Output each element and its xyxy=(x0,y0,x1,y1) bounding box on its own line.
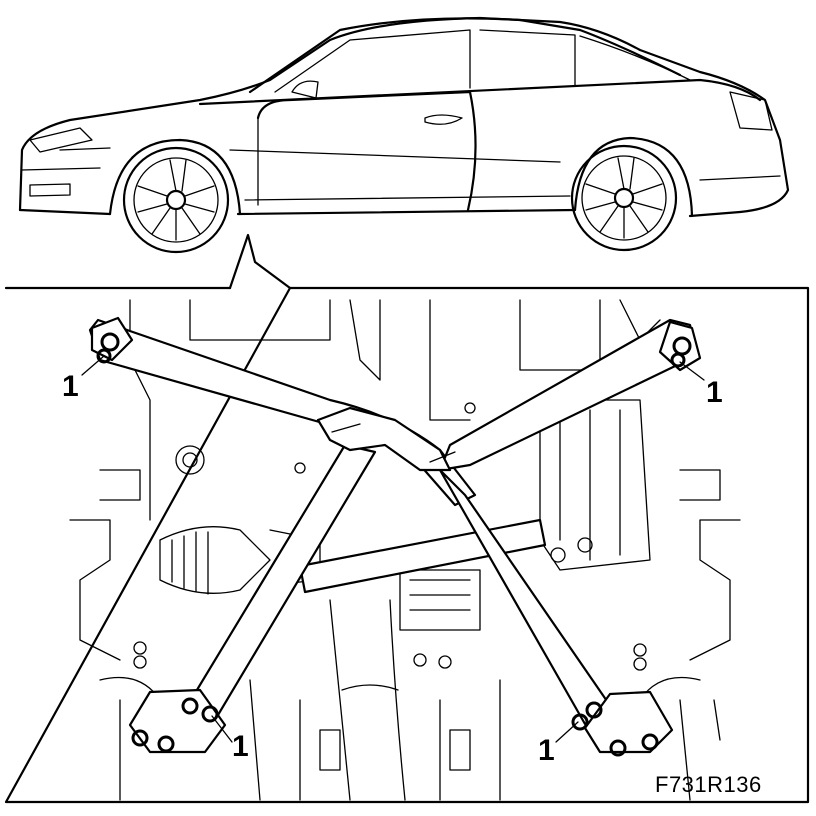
car-side-view xyxy=(18,16,790,254)
detail-frame xyxy=(4,286,810,804)
figure-code: F731R136 xyxy=(655,772,762,797)
callout-number-top-right: 1 xyxy=(706,376,723,409)
detail-pointer xyxy=(228,233,292,290)
callout-number-top-left: 1 xyxy=(62,370,79,403)
underbody-background xyxy=(69,299,741,801)
callout-number-bottom-left: 1 xyxy=(232,730,249,763)
reinforcement-brace xyxy=(88,316,702,754)
callout-number-bottom-right: 1 xyxy=(538,734,555,767)
callout-leader-lines xyxy=(81,355,705,743)
brace-mount-bolts xyxy=(96,332,692,757)
